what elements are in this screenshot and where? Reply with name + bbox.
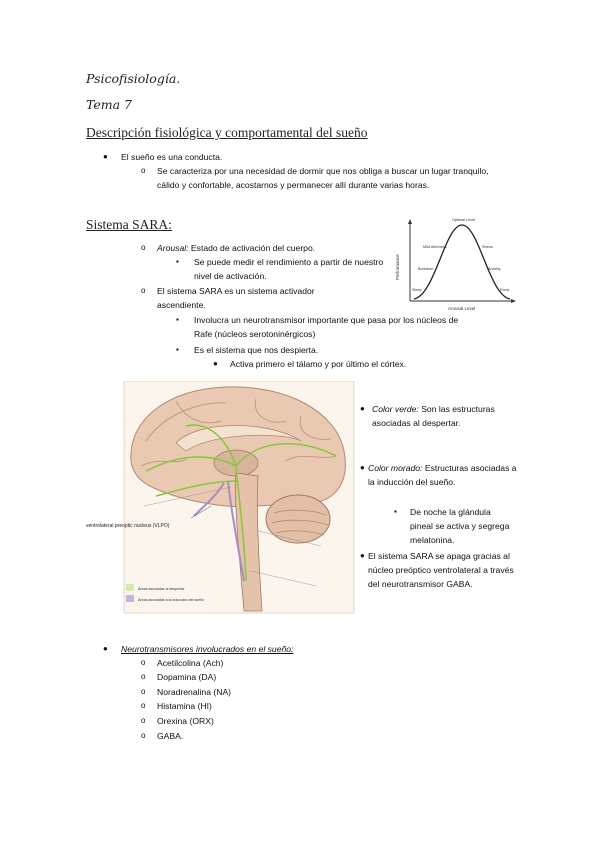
note-purple: Color morado: Estructuras asociadas a la… (368, 461, 518, 489)
bullet-circle: o (141, 672, 146, 681)
graph-label-optimal: Optimal Level (452, 218, 475, 222)
legend-purple-swatch (126, 595, 134, 602)
arousal-term: Arousal: (157, 243, 189, 253)
bullet-circle: o (141, 166, 146, 175)
bullet-dot: ● (103, 644, 108, 653)
neuro-item: Orexina (ORX) (157, 716, 214, 726)
graph-label-mild: Mild Alertness (423, 245, 447, 249)
purple-term: Color morado: (368, 463, 423, 473)
bullet-square: ▪ (176, 345, 179, 354)
arousal-performance-graph: Performance Arousal Level Optimal Level … (395, 218, 516, 311)
text-arousal: Arousal: Estado de activación del cuerpo… (157, 241, 357, 255)
section-title-sara: Sistema SARA: (86, 217, 172, 232)
bullet-circle: o (141, 286, 146, 295)
vlpo-label: ventrolateral preoptic nucleus (VLPO) (86, 523, 170, 529)
neuro-title: Neurotransmisores involucrados en el sue… (121, 644, 294, 654)
bullet-circle: o (141, 701, 146, 710)
bullet-circle: o (141, 243, 146, 252)
bullet-square: ▪ (176, 315, 179, 324)
text-arousal-measure: Se puede medir el rendimiento a partir d… (194, 257, 384, 281)
note-green: Color verde: Son las estructuras asociad… (372, 402, 512, 430)
neuro-item: Acetilcolina (Ach) (157, 658, 224, 668)
text-sara-system: El sistema SARA es un sistema activador … (157, 286, 315, 310)
bullet-dot: ● (213, 359, 218, 368)
text-sara-thalamus: Activa primero el tálamo y por último el… (230, 359, 407, 369)
subject-title: Psicofisiología. (86, 71, 181, 86)
bullet-dot: ● (103, 152, 108, 161)
bullet-dot: ● (360, 404, 365, 413)
section-title-sleep: Descripción fisiológica y comportamental… (86, 125, 368, 140)
green-def: Son las estructuras asociadas al despert… (372, 404, 495, 428)
text-sleep-conduct: El sueño es una conducta. (121, 152, 223, 162)
bullet-square: ▪ (394, 507, 397, 516)
legend-green-swatch (126, 584, 134, 591)
legend-green-label: Áreas asociadas al despertar (138, 587, 185, 591)
bullet-circle: o (141, 731, 146, 740)
bullet-dot: ● (360, 463, 365, 472)
graph-xlabel: Arousal Level (448, 306, 475, 311)
graph-ylabel: Performance (395, 254, 400, 280)
text-sara-wakes: Es el sistema que nos despierta. (194, 345, 319, 355)
bullet-circle: o (141, 687, 146, 696)
graph-label-panic: Panic (500, 288, 510, 292)
graph-label-anxiety: Anxiety (488, 267, 501, 271)
bullet-square: ▪ (176, 257, 179, 266)
green-term: Color verde: (372, 404, 419, 414)
text-sleep-desc: Se caracteriza por una necesidad de dorm… (157, 166, 489, 190)
neuro-item: Histamina (HI) (157, 701, 212, 711)
bullet-circle: o (141, 716, 146, 725)
neuro-item: Dopamina (DA) (157, 672, 217, 682)
purple-def: Estructuras asociadas a la inducción del… (368, 463, 517, 487)
arousal-def: Estado de activación del cuerpo. (188, 243, 316, 253)
topic-title: Tema 7 (86, 97, 132, 112)
note-pineal: De noche la glándula pineal se activa y … (410, 507, 510, 545)
graph-label-boredom: Boredom (418, 267, 433, 271)
graph-label-sleep: Sleep (412, 288, 422, 292)
text-sara-rafe: Involucra un neurotransmisor importante … (194, 315, 459, 339)
bullet-circle: o (141, 658, 146, 667)
neuro-item: GABA. (157, 731, 184, 741)
brain-sara-illustration: Áreas asociadas al despertar Áreas asoci… (86, 381, 355, 614)
note-vlpo: El sistema SARA se apaga gracias al núcl… (368, 551, 514, 589)
graph-label-stress: Stress (482, 245, 493, 249)
bullet-dot: ● (360, 551, 365, 560)
neuro-item: Noradrenalina (NA) (157, 687, 232, 697)
legend-purple-label: Áreas asociadas a la inducción del sueño (138, 598, 204, 602)
